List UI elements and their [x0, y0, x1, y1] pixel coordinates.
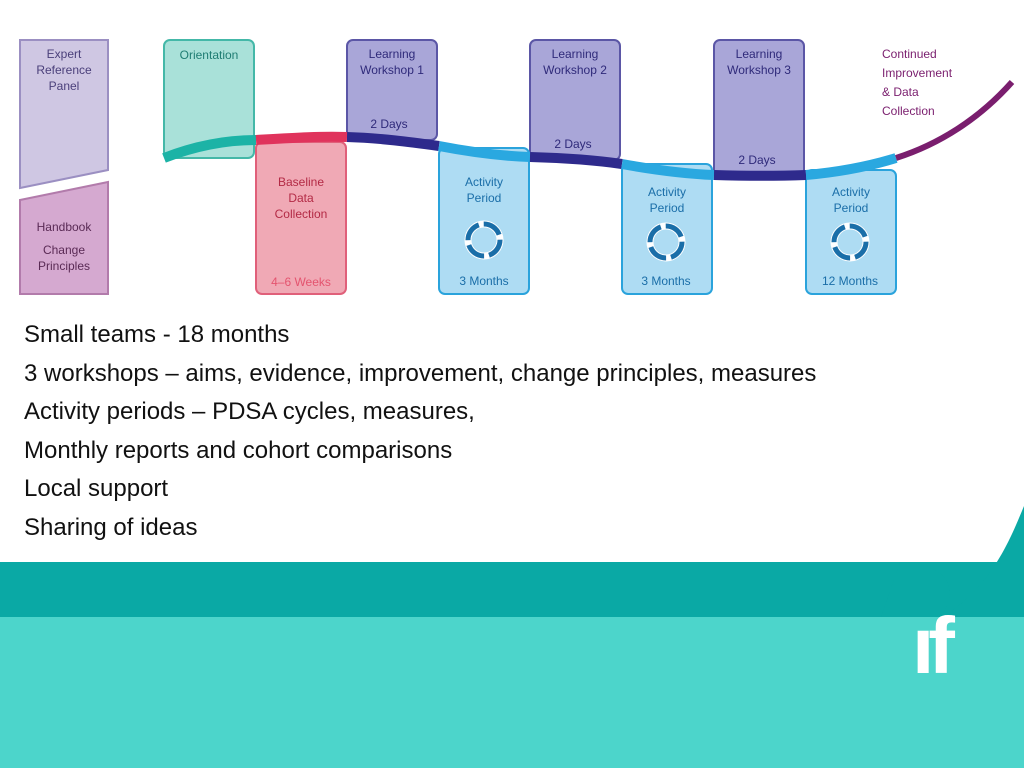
timeline-activity2-segment — [621, 159, 715, 180]
bullet-item: Small teams - 18 months — [24, 321, 290, 348]
timeline-activity1-segment — [438, 141, 531, 162]
bullet-item: Sharing of ideas — [24, 513, 198, 541]
timeline-workshop2-segment — [529, 152, 623, 169]
bullet-item: Activity periods – PDSA cycles, measures… — [24, 398, 475, 425]
expert-panel-box — [19, 39, 109, 190]
cycle-icon — [830, 222, 870, 262]
orientation-box — [163, 39, 255, 159]
orientation-label: Orientation — [180, 48, 239, 62]
bullet-list: Small teams - 18 months 3 workshops – ai… — [24, 316, 816, 547]
activity1-duration: 3 Months — [459, 274, 508, 288]
footer-dark-band — [0, 562, 1024, 620]
timeline-orientation-segment — [162, 135, 257, 163]
timeline-activity3-segment — [805, 153, 898, 180]
activity3-duration: 12 Months — [822, 274, 878, 288]
timeline-workshop3-segment — [713, 170, 807, 181]
activity2-duration: 3 Months — [641, 274, 690, 288]
footer-light-band — [0, 617, 1024, 768]
workshop3-duration: 2 Days — [738, 153, 775, 167]
footer-dark-wave — [880, 506, 1024, 620]
handbook-box — [19, 180, 109, 295]
timeline-workshop1-segment — [346, 132, 440, 151]
timeline-baseline-segment — [255, 131, 348, 145]
baseline-duration: 4–6 Weeks — [271, 275, 331, 289]
bullet-item: 3 workshops – aims, evidence, improvemen… — [24, 359, 817, 387]
cycle-icon — [646, 222, 686, 262]
bullet-item: Local support — [24, 475, 169, 502]
cycle-icon — [464, 220, 504, 260]
footer-band — [0, 506, 1024, 768]
workshop1-duration: 2 Days — [370, 117, 407, 131]
handbook-label: Handbook — [37, 220, 93, 234]
workshop2-duration: 2 Days — [554, 137, 591, 151]
timeline-continued-segment — [895, 80, 1015, 161]
bullet-item: Monthly reports and cohort comparisons — [24, 436, 453, 464]
logo-mark: ıf — [912, 601, 955, 690]
